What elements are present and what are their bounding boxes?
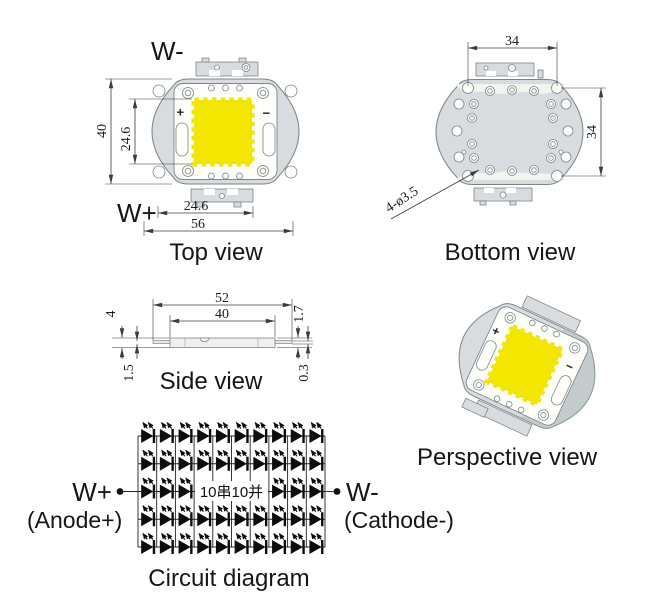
- led-symbol-instance: [235, 506, 248, 527]
- anode-node: [116, 488, 124, 495]
- led-symbol-instance: [197, 450, 210, 471]
- led-symbol-instance: [235, 534, 248, 555]
- top-view-caption: Top view: [169, 239, 263, 266]
- circuit-positive-sub: (Anode+): [27, 507, 122, 533]
- led-symbol-instance: [253, 534, 266, 555]
- top-view-upper-tab: [195, 57, 259, 77]
- dim-total-thickness: 1.7: [292, 305, 307, 323]
- led-symbol-instance: [216, 534, 229, 555]
- perspective-view-caption: Perspective view: [417, 444, 598, 471]
- dim-chip-width: 24.6: [184, 199, 209, 214]
- led-symbol-instance: [309, 534, 322, 555]
- dim-chip-height: 24.6: [119, 127, 134, 152]
- led-symbol-instance: [309, 423, 322, 444]
- dim-hole-span-h: 34: [505, 34, 519, 49]
- led-symbol-instance: [291, 478, 304, 499]
- side-left-pin: [152, 340, 171, 344]
- led-symbol-instance: [291, 534, 304, 555]
- side-view-dimensions: 52 40 4 1.5 1.7 0.3: [104, 291, 313, 382]
- led-symbol-instance: [179, 450, 192, 471]
- led-symbol-instance: [291, 450, 304, 471]
- led-symbol-instance: [309, 478, 322, 499]
- hole-callout: 4-ø3.5: [383, 184, 422, 216]
- dim-length: 52: [215, 291, 229, 306]
- led-symbol-instance: [160, 478, 173, 499]
- side-notch: [199, 337, 210, 343]
- side-view: 52 40 4 1.5 1.7 0.3 Side view: [104, 291, 313, 395]
- circuit-diagram: 10串10并 W+ (Anode+) W- (Cathode-) Circuit…: [27, 423, 454, 592]
- led-symbol-instance: [235, 450, 248, 471]
- side-plate: [169, 337, 276, 348]
- led-symbol-instance: [141, 478, 154, 499]
- perspective-view: Perspective view: [417, 290, 612, 471]
- config-label-backing: [195, 481, 268, 501]
- led-symbol-instance: [253, 450, 266, 471]
- led-symbol-instance: [272, 423, 285, 444]
- bottom-view-lower-tab: [473, 187, 533, 206]
- terminal-label-negative: W-: [151, 36, 184, 66]
- led-symbol-instance: [272, 506, 285, 527]
- led-symbol-instance: [179, 478, 192, 499]
- led-symbol-instance: [179, 534, 192, 555]
- led-symbol-instance: [253, 423, 266, 444]
- led-symbol-instance: [272, 534, 285, 555]
- cathode-node: [333, 488, 341, 495]
- circuit-positive-terminal: W+: [72, 477, 112, 507]
- dim-outer-width: 56: [191, 217, 205, 232]
- led-symbol-instance: [179, 506, 192, 527]
- led-symbol-instance: [235, 423, 248, 444]
- led-symbol-instance: [197, 423, 210, 444]
- top-view-dimensions: 40 24.6 24.6 56: [95, 78, 294, 236]
- bottom-view: 34 34 4-ø3.5 Bottom view: [383, 34, 606, 266]
- led-symbol-instance: [179, 423, 192, 444]
- circuit-negative-terminal: W-: [346, 477, 379, 507]
- led-symbol-instance: [160, 506, 173, 527]
- dim-pin-thickness: 0.3: [297, 364, 312, 382]
- dim-tab: 4: [104, 311, 119, 318]
- config-label: 10串10并: [200, 484, 263, 501]
- circuit-diagram-caption: Circuit diagram: [148, 565, 309, 592]
- led-symbol-instance: [216, 423, 229, 444]
- dim-hole-span-v: 34: [585, 125, 600, 139]
- led-symbol-instance: [216, 506, 229, 527]
- bottom-view-holes: [451, 82, 574, 182]
- perspective-lower-tab2: [461, 397, 489, 418]
- led-symbol-instance: [197, 534, 210, 555]
- led-symbol-instance: [160, 423, 173, 444]
- led-symbol-instance: [309, 450, 322, 471]
- led-symbol-instance: [291, 506, 304, 527]
- top-view-mount-holes: [152, 84, 298, 179]
- bottom-view-upper-tab: [475, 62, 544, 79]
- led-symbol-instance: [141, 534, 154, 555]
- led-symbol-instance: [272, 478, 285, 499]
- led-symbol-instance: [291, 423, 304, 444]
- dim-inner-length: 40: [215, 307, 229, 322]
- side-right-pin: [274, 340, 293, 344]
- terminal-label-positive: W+: [117, 198, 157, 228]
- led-symbol-instance: [141, 506, 154, 527]
- led-symbol-instance: [197, 506, 210, 527]
- bottom-view-caption: Bottom view: [445, 239, 576, 266]
- led-symbol-instance: [309, 506, 322, 527]
- top-view-lower-tab: [190, 188, 254, 208]
- led-symbol-instance: [141, 423, 154, 444]
- dim-base-thickness: 1.5: [122, 364, 137, 382]
- led-symbol-instance: [272, 450, 285, 471]
- circuit-negative-sub: (Cathode-): [344, 507, 454, 533]
- led-symbol-instance: [216, 450, 229, 471]
- led-symbol-instance: [160, 534, 173, 555]
- top-view: 40 24.6 24.6 56 W- W+ Top view: [95, 36, 300, 266]
- perspective-upper-tab: [521, 295, 582, 333]
- led-symbol-instance: [160, 450, 173, 471]
- led-symbol-instance: [253, 506, 266, 527]
- led-symbol-instance: [141, 450, 154, 471]
- side-view-caption: Side view: [160, 368, 263, 395]
- dim-outer-height: 40: [95, 124, 110, 138]
